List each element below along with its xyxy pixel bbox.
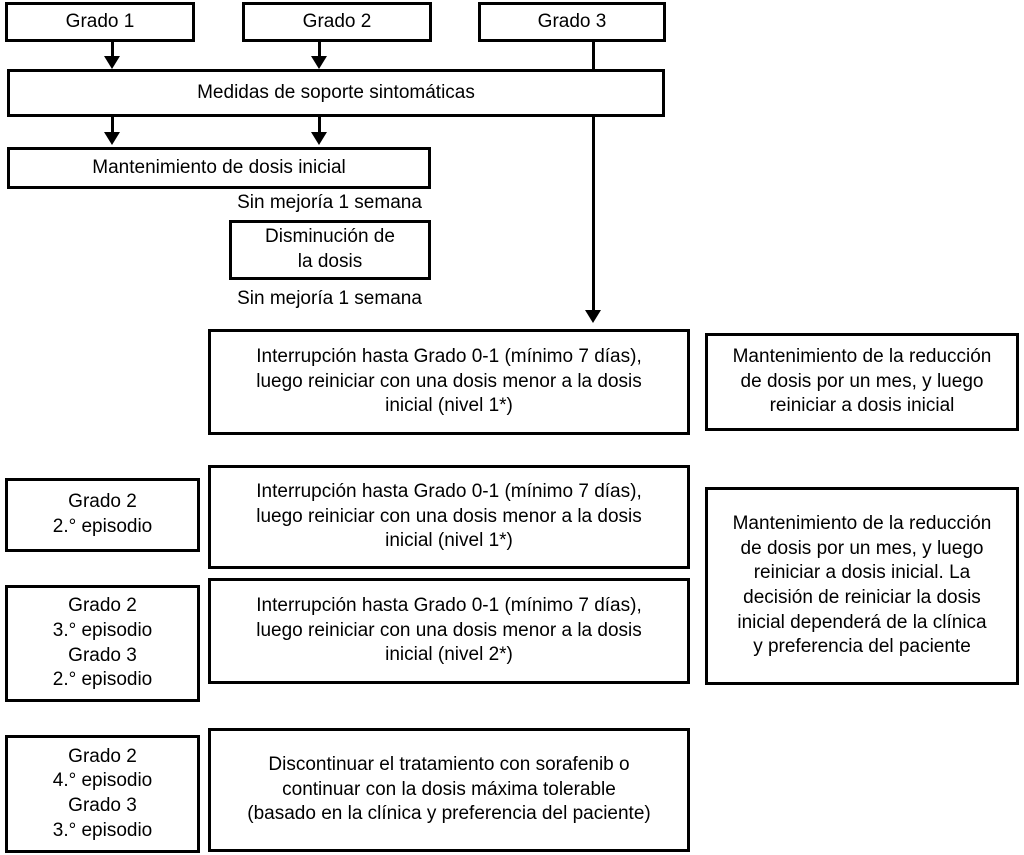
connector-grado1-to-soporte (111, 42, 114, 62)
caption-sin-mejoria-1-text: Sin mejoría 1 semana (237, 192, 422, 213)
caption-sin-mejoria-2: Sin mejoría 1 semana (228, 288, 431, 311)
node-row-4-left-label: Grado 2 4.° episodio Grado 3 3.° episodi… (52, 745, 153, 841)
node-grado-2-label: Grado 2 (302, 10, 372, 32)
arrowhead-grado1-to-soporte (104, 56, 120, 69)
connector-grado2-to-soporte (318, 42, 321, 62)
connector-soporte-to-mantenimiento-left (111, 117, 114, 138)
node-grado-3-label: Grado 3 (537, 10, 607, 32)
arrowhead-soporte-to-mantenimiento-right (311, 132, 327, 145)
node-row-1-right: Mantenimiento de la reducción de dosis p… (705, 333, 1019, 431)
node-row-4-middle-label: Discontinuar el tratamiento con sorafeni… (247, 753, 651, 825)
node-row-2-middle-label: Interrupción hasta Grado 0-1 (mínimo 7 d… (256, 480, 642, 552)
node-row-4-middle: Discontinuar el tratamiento con sorafeni… (208, 728, 690, 852)
node-row-2-right: Mantenimiento de la reducción de dosis p… (705, 487, 1019, 685)
arrowhead-grado3-bypass (585, 310, 601, 323)
node-row-3-middle-label: Interrupción hasta Grado 0-1 (mínimo 7 d… (256, 594, 642, 666)
node-grado-3: Grado 3 (478, 2, 666, 42)
node-row-4-left: Grado 2 4.° episodio Grado 3 3.° episodi… (5, 735, 200, 853)
node-grado-1-label: Grado 1 (65, 10, 135, 32)
node-grado-2: Grado 2 (242, 2, 432, 42)
node-row-2-left: Grado 2 2.° episodio (5, 478, 200, 552)
arrowhead-soporte-to-mantenimiento-left (104, 132, 120, 145)
node-row-3-middle: Interrupción hasta Grado 0-1 (mínimo 7 d… (208, 578, 690, 684)
node-medidas-soporte-label: Medidas de soporte sintomáticas (197, 81, 475, 103)
node-row-2-left-label: Grado 2 2.° episodio (52, 491, 153, 537)
node-row-2-right-label: Mantenimiento de la reducción de dosis p… (732, 512, 992, 658)
arrowhead-grado2-to-soporte (311, 56, 327, 69)
node-row-2-middle: Interrupción hasta Grado 0-1 (mínimo 7 d… (208, 465, 690, 569)
node-mantenimiento-dosis-inicial: Mantenimiento de dosis inicial (7, 147, 431, 189)
caption-sin-mejoria-2-text: Sin mejoría 1 semana (237, 288, 422, 309)
caption-sin-mejoria-1: Sin mejoría 1 semana (228, 192, 431, 215)
connector-grado3-bypass (592, 42, 595, 314)
node-grado-1: Grado 1 (5, 2, 195, 42)
node-row-3-left-label: Grado 2 3.° episodio Grado 3 2.° episodi… (52, 595, 153, 691)
node-medidas-soporte: Medidas de soporte sintomáticas (7, 69, 665, 117)
node-row-1-right-label: Mantenimiento de la reducción de dosis p… (732, 345, 992, 417)
node-row-1-middle: Interrupción hasta Grado 0-1 (mínimo 7 d… (208, 329, 690, 435)
node-disminucion-dosis: Disminución de la dosis (229, 220, 431, 280)
connector-soporte-to-mantenimiento-right (318, 117, 321, 138)
node-row-1-middle-label: Interrupción hasta Grado 0-1 (mínimo 7 d… (256, 345, 642, 417)
node-disminucion-dosis-label: Disminución de la dosis (265, 226, 395, 272)
node-row-3-left: Grado 2 3.° episodio Grado 3 2.° episodi… (5, 585, 200, 702)
node-mantenimiento-dosis-inicial-label: Mantenimiento de dosis inicial (92, 156, 346, 178)
